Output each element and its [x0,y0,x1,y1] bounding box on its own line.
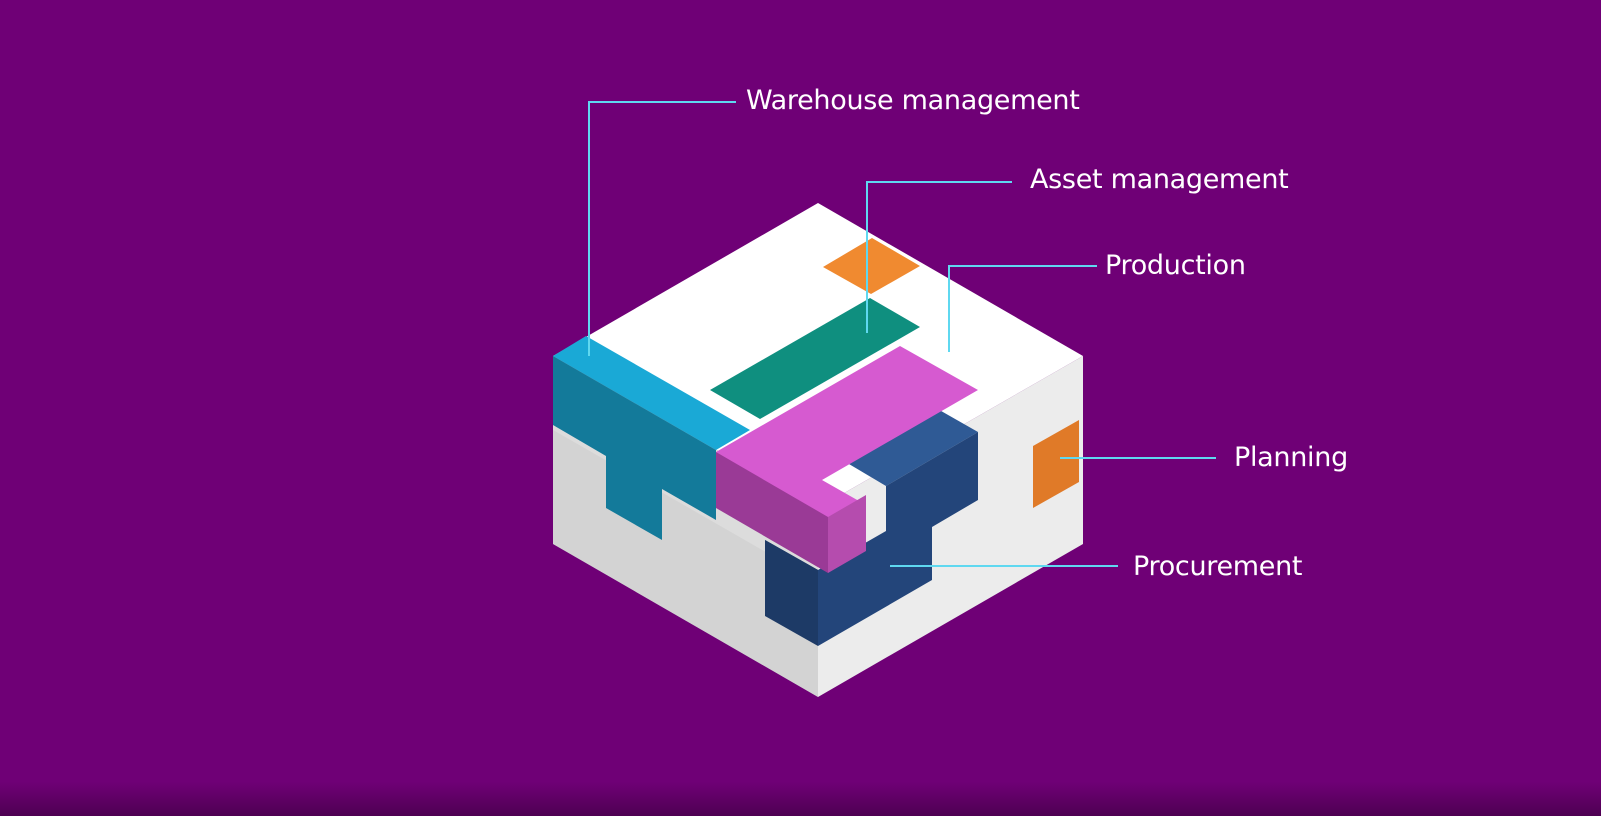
warehouse-leader-line [588,101,736,356]
cube-right-face [818,356,1083,697]
production-block-top [716,346,978,527]
warehouse-block-front [553,356,716,540]
production-block-left [716,452,828,573]
planning-block-top [823,238,920,294]
production-leader-line [948,265,1097,352]
production-label: Production [1105,250,1246,281]
procurement-label: Procurement [1133,551,1303,582]
procurement-block-side [765,432,978,646]
procurement-block-top [822,395,978,486]
asset-management-label: Asset management [1030,164,1289,195]
bottom-shadow [0,782,1601,816]
planning-block-side [1033,420,1079,508]
procurement-block-left [765,540,818,646]
warehouse-management-label: Warehouse management [746,85,1080,116]
warehouse-block-top [553,336,750,450]
production-block-front [828,495,866,573]
asset-leader-line [866,181,1012,333]
planning-label: Planning [1234,442,1348,473]
